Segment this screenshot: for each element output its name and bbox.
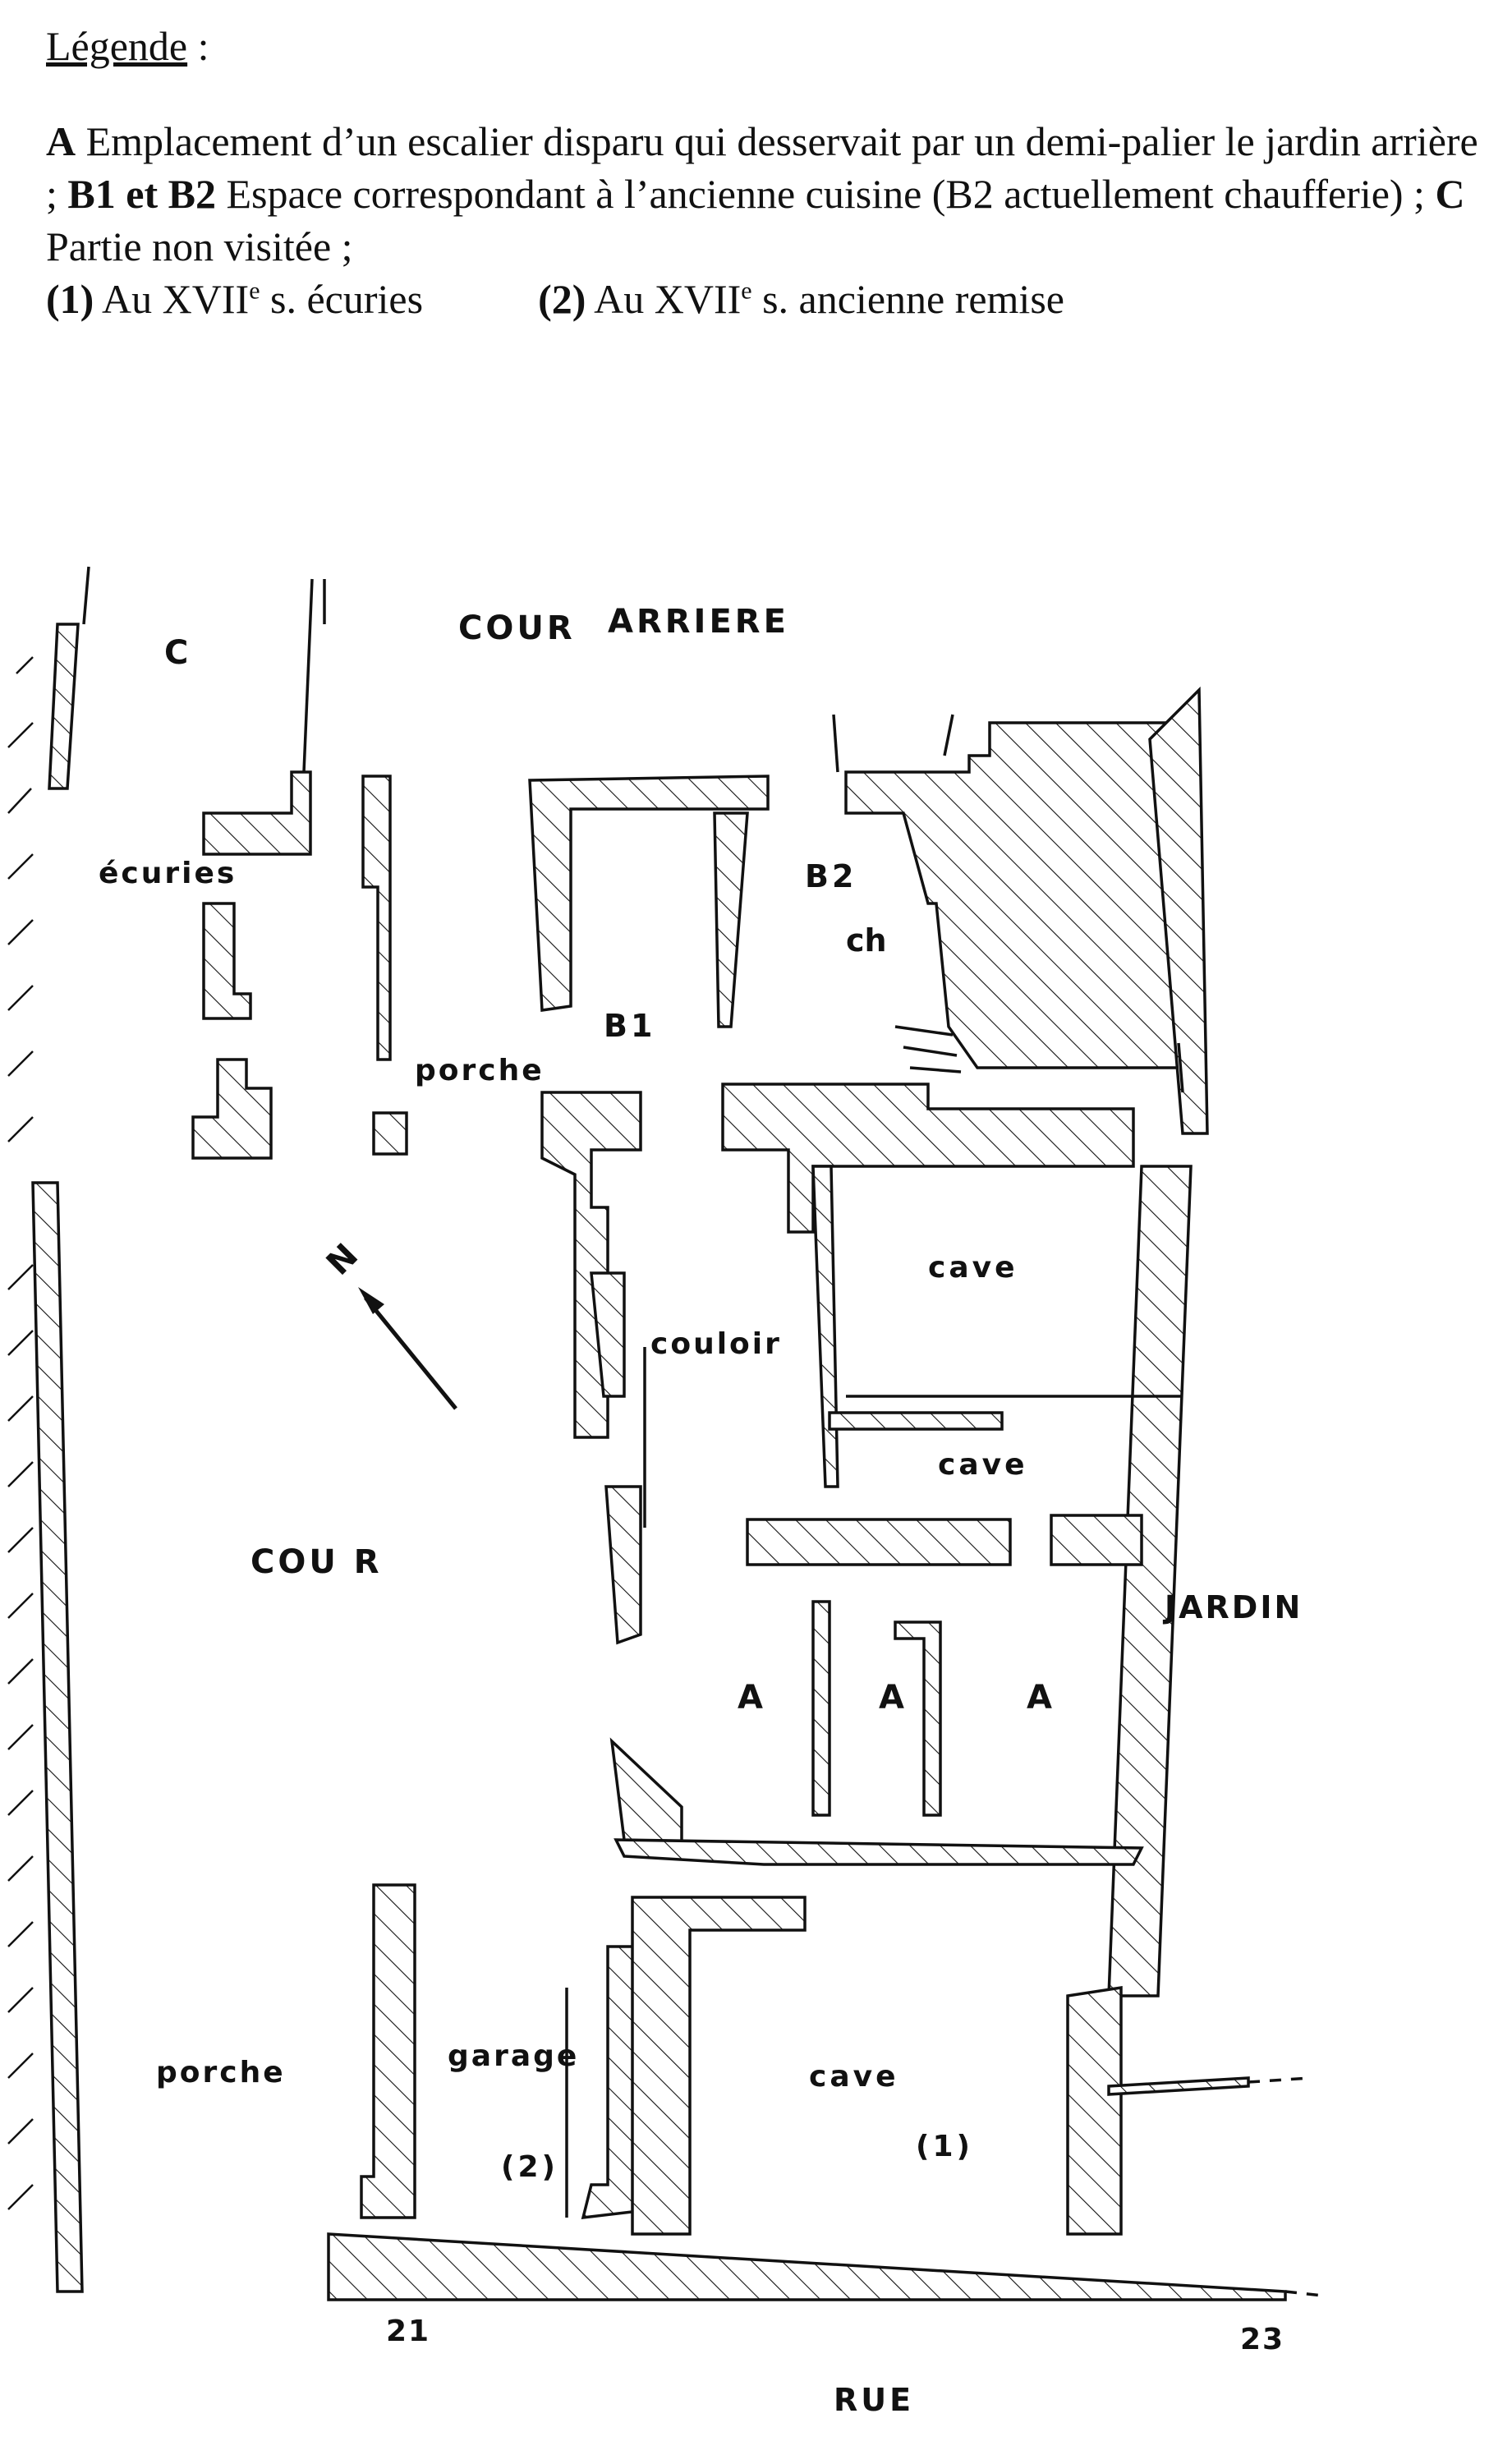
walls bbox=[31, 623, 1287, 2301]
label-C: C bbox=[164, 634, 188, 672]
west-boundary-wall bbox=[31, 1181, 84, 2293]
label-rue: RUE bbox=[834, 2382, 914, 2418]
legend-title: Légende : bbox=[46, 23, 209, 69]
garage-west-wall bbox=[360, 1883, 416, 2219]
stables-pillar-wall bbox=[202, 902, 252, 1020]
label-cave-3: cave bbox=[809, 2060, 899, 2094]
label-num1: (1) bbox=[916, 2130, 973, 2163]
label-cave-1: cave bbox=[928, 1251, 1018, 1285]
label-ch: ch bbox=[846, 922, 887, 958]
label-B2: B2 bbox=[805, 858, 857, 894]
kitchen-east-wall bbox=[713, 811, 749, 1028]
label-ecuries: écuries bbox=[99, 857, 237, 890]
corridor-wall-middle bbox=[590, 1271, 626, 1398]
label-21: 21 bbox=[386, 2315, 430, 2348]
label-porche-bottom: porche bbox=[156, 2056, 286, 2089]
label-cour-arriere-1: COUR bbox=[458, 609, 576, 647]
stables-divider-wall bbox=[361, 775, 392, 1061]
legend-notes: (1) Au XVIIe s. écuries(2) Au XVIIe s. a… bbox=[46, 276, 1064, 322]
cellar-east-jamb bbox=[1066, 1985, 1123, 2236]
label-cave-2: cave bbox=[938, 1448, 1028, 1482]
plan-labels: C COUR ARRIERE écuries B2 ch B1 porche N… bbox=[99, 603, 1303, 2418]
corridor-wall-lower bbox=[604, 1485, 642, 1645]
label-porche-top: porche bbox=[415, 1054, 545, 1087]
label-num2: (2) bbox=[501, 2150, 558, 2184]
label-north: N bbox=[319, 1237, 365, 1283]
thin-lines bbox=[82, 566, 1323, 2297]
cellar-south-north-wall bbox=[631, 1896, 807, 2236]
label-23: 23 bbox=[1240, 2323, 1285, 2356]
cellar-east-wall bbox=[1107, 1165, 1193, 1997]
corridor-west-wall bbox=[540, 1091, 642, 1439]
stair-divider-2 bbox=[894, 1620, 942, 1817]
northeast-boundary-wall bbox=[1148, 686, 1209, 1135]
label-jardin: JARDIN bbox=[1162, 1589, 1303, 1625]
stables-corner-wall bbox=[202, 770, 312, 856]
key-B: B1 et B2 bbox=[67, 171, 216, 217]
stair-wall-north-east bbox=[1050, 1514, 1143, 1566]
label-garage: garage bbox=[448, 2039, 579, 2073]
stair-divider-1 bbox=[811, 1600, 831, 1817]
label-B1: B1 bbox=[604, 1008, 655, 1044]
west-upper-wall bbox=[48, 623, 80, 790]
label-A3: A bbox=[1027, 1679, 1052, 1717]
stair-wall-north bbox=[746, 1518, 1012, 1566]
north-arrow bbox=[358, 1287, 457, 1410]
porch-pillar-small bbox=[372, 1111, 408, 1156]
east-street-wall bbox=[1107, 2076, 1250, 2096]
label-couloir: couloir bbox=[650, 1327, 782, 1361]
south-main-wall bbox=[614, 1838, 1144, 1866]
porch-pillar-left bbox=[191, 1058, 273, 1160]
label-cour-arriere-2: ARRIERE bbox=[608, 603, 789, 641]
corridor-divider-wall bbox=[811, 1165, 839, 1488]
label-A2: A bbox=[879, 1679, 904, 1717]
legend: Légende : A Emplacement d’un escalier di… bbox=[46, 20, 1491, 325]
legend-definitions: A Emplacement d’un escalier disparu qui … bbox=[46, 118, 1478, 269]
key-A: A bbox=[46, 118, 76, 164]
key-C: C bbox=[1435, 171, 1465, 217]
label-A1: A bbox=[738, 1679, 763, 1717]
label-cour: COU R bbox=[250, 1543, 383, 1581]
boiler-room-wall bbox=[844, 721, 1193, 1069]
kitchen-west-wall bbox=[528, 775, 770, 1013]
street-facade-wall bbox=[327, 2232, 1287, 2301]
hatch-edges bbox=[7, 656, 34, 2210]
corridor-north-wall bbox=[721, 1083, 1135, 1234]
cellar-mid-wall bbox=[828, 1411, 1004, 1431]
